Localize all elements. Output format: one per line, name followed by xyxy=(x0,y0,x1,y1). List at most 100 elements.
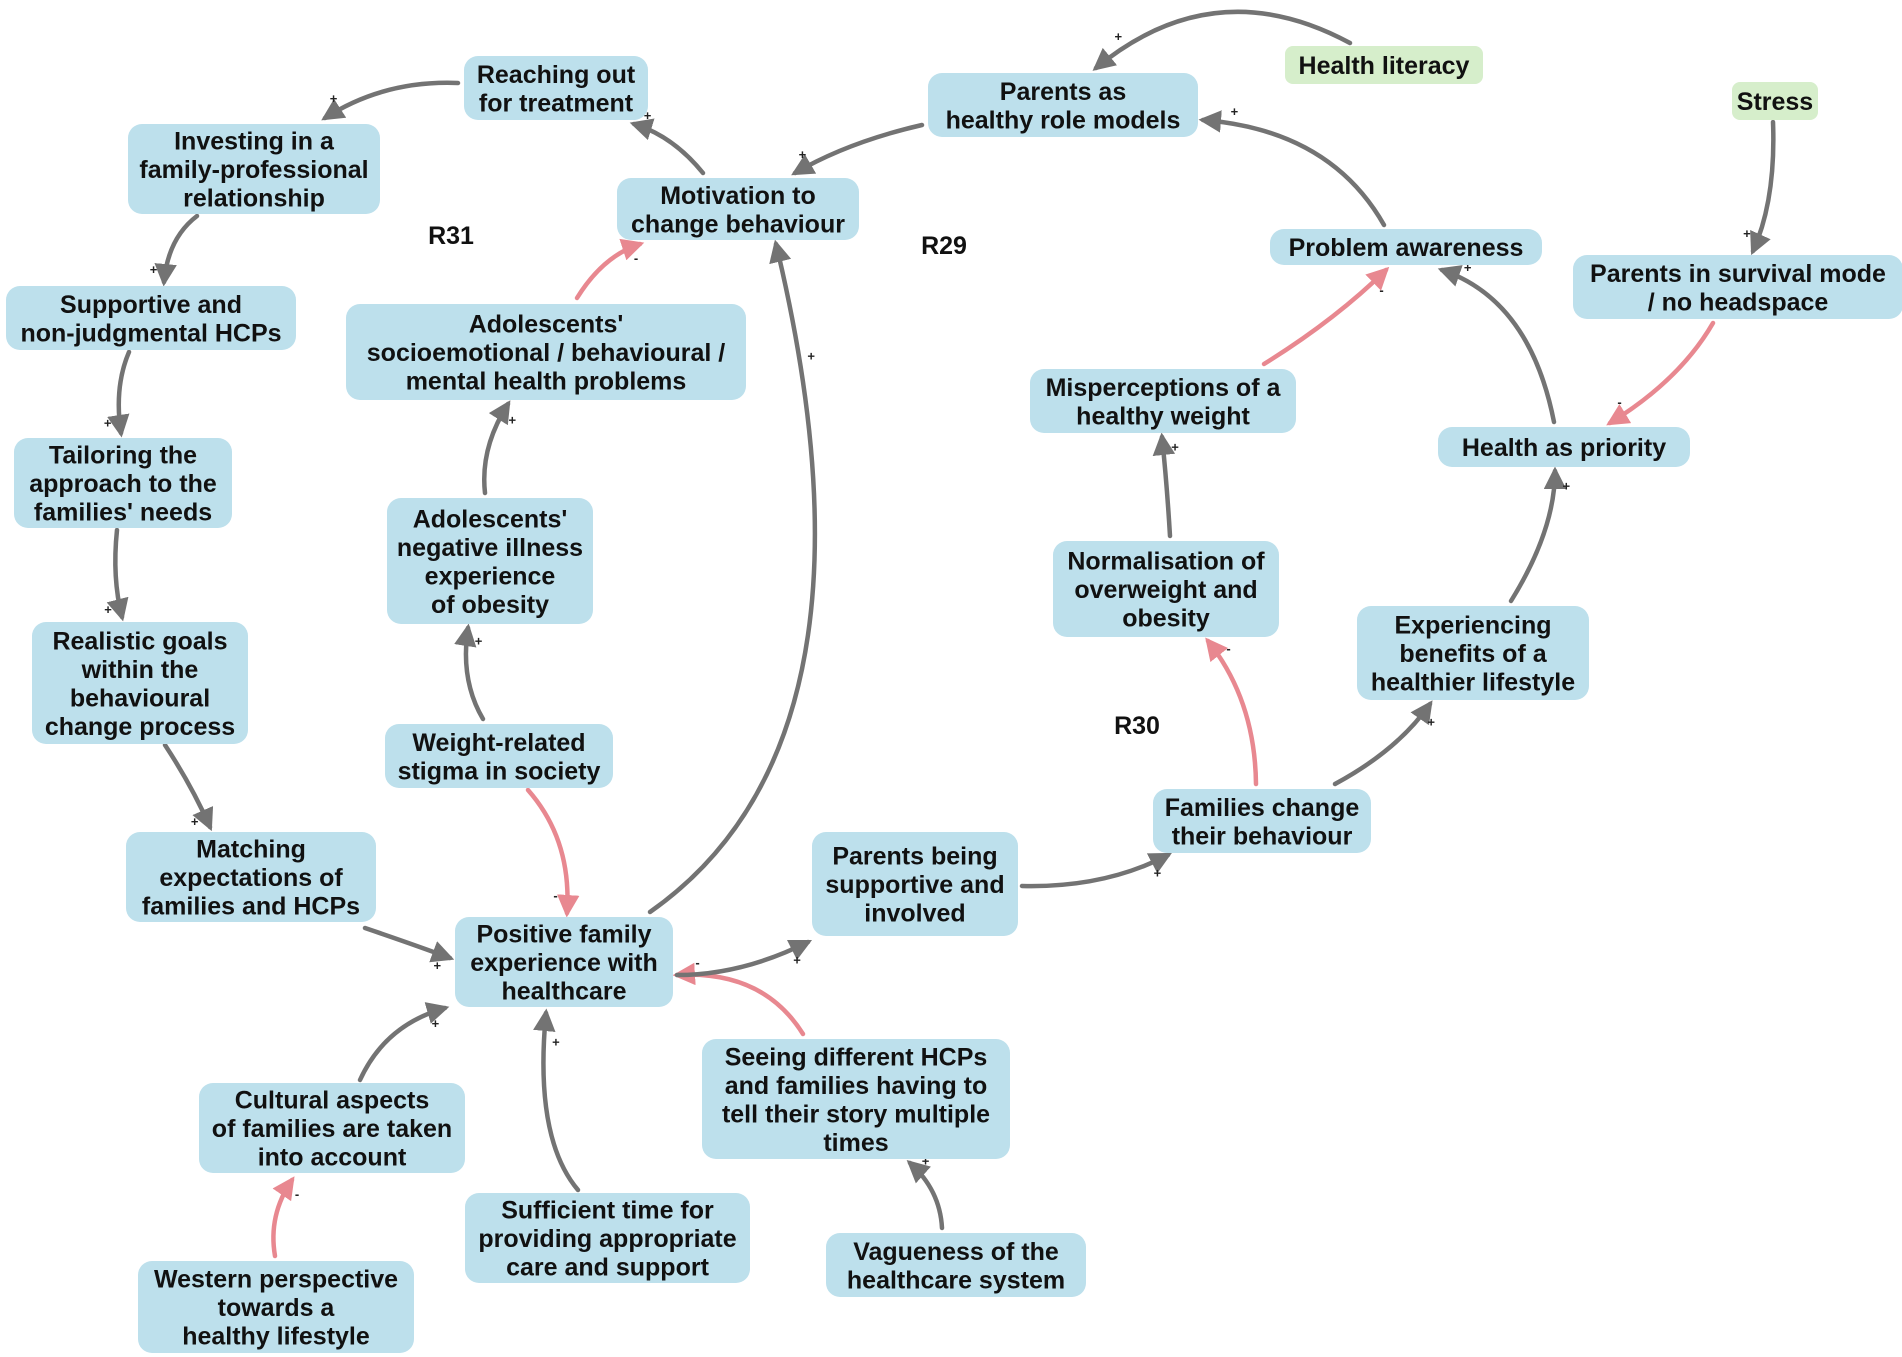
link-polarity-sign: + xyxy=(475,633,483,648)
link-polarity-sign: - xyxy=(553,888,557,903)
node-label-line: and families having to xyxy=(725,1072,988,1100)
link-polarity-sign: + xyxy=(793,952,801,967)
node-label-line: mental health problems xyxy=(406,368,687,396)
node-survival: Parents in survival mode/ no headspace xyxy=(1573,255,1902,319)
node-label-line: Parents in survival mode xyxy=(1590,260,1886,288)
node-label-line: family-professional xyxy=(139,156,368,184)
link-stress-to-survival xyxy=(1750,119,1776,256)
link-polarity-sign: - xyxy=(634,250,638,265)
link-realistic-to-matching xyxy=(162,742,214,832)
node-label-line: Tailoring the xyxy=(49,442,197,470)
node-label-line: Supportive and xyxy=(60,291,242,319)
link-polarity-sign: + xyxy=(807,348,815,363)
node-box xyxy=(385,724,613,788)
node-box xyxy=(1030,369,1296,433)
node-label-line: supportive and xyxy=(825,871,1004,899)
node-box xyxy=(126,832,376,922)
node-box xyxy=(1285,46,1483,84)
link-problem-awareness-to-role-models xyxy=(1198,110,1387,228)
link-polarity-sign: - xyxy=(295,1186,299,1201)
node-label-line: of families are taken xyxy=(212,1115,452,1143)
node-label-line: overweight and xyxy=(1074,576,1257,604)
node-label-line: times xyxy=(823,1129,888,1157)
link-polarity-sign: + xyxy=(1115,29,1123,44)
node-box xyxy=(1270,229,1542,265)
node-box xyxy=(812,832,1018,936)
node-box xyxy=(1357,606,1589,700)
link-weight-stigma-to-positive-exp xyxy=(525,787,580,918)
node-box xyxy=(6,286,296,350)
link-polarity-sign: + xyxy=(434,958,442,973)
link-motivation-to-reaching xyxy=(629,118,706,176)
node-label-line: Parents being xyxy=(832,843,997,871)
link-polarity-sign: + xyxy=(1427,714,1435,729)
node-label-line: Adolescents' xyxy=(469,311,624,339)
node-label-line: healthier lifestyle xyxy=(1371,669,1575,697)
node-label-line: Stress xyxy=(1737,88,1813,116)
link-polarity-sign: + xyxy=(1743,226,1751,241)
node-box xyxy=(387,498,593,624)
node-label-line: of obesity xyxy=(431,591,549,619)
node-label-line: change process xyxy=(45,713,235,741)
node-label-line: healthy lifestyle xyxy=(182,1323,370,1351)
node-label-line: Reaching out xyxy=(477,61,636,89)
node-label-line: healthy role models xyxy=(946,106,1181,134)
node-label-line: Western perspective xyxy=(154,1266,398,1294)
node-label-line: families and HCPs xyxy=(142,893,360,921)
node-label-line: Motivation to xyxy=(660,182,816,210)
node-label-line: Investing in a xyxy=(174,128,335,156)
node-socioemotional: Adolescents'socioemotional / behavioural… xyxy=(346,304,746,400)
node-investing: Investing in afamily-professionalrelatio… xyxy=(128,124,380,214)
node-box xyxy=(1732,82,1818,120)
node-label-line: / no headspace xyxy=(1648,288,1829,316)
node-label-line: expectations of xyxy=(159,864,343,892)
node-box xyxy=(128,124,380,214)
node-label-line: Vagueness of the xyxy=(853,1238,1059,1266)
link-polarity-sign: + xyxy=(432,1016,440,1031)
node-label-line: Cultural aspects xyxy=(235,1087,430,1115)
node-box xyxy=(617,178,859,240)
loop-label-r30: R30 xyxy=(1114,712,1160,740)
node-health-literacy: Health literacy xyxy=(1285,46,1483,84)
link-seeing-to-positive-exp xyxy=(672,962,806,1037)
node-label-line: providing appropriate xyxy=(478,1225,736,1253)
node-label-line: Normalisation of xyxy=(1067,548,1265,576)
node-box xyxy=(455,917,673,1007)
link-reaching-to-investing xyxy=(321,80,461,121)
node-box xyxy=(14,438,232,528)
link-polarity-sign: + xyxy=(330,91,338,106)
node-label-line: non-judgmental HCPs xyxy=(20,319,281,347)
node-label-line: Parents as xyxy=(1000,78,1126,106)
link-cultural-to-positive-exp xyxy=(357,1002,450,1083)
node-problem-awareness: Problem awareness xyxy=(1270,229,1542,265)
node-label-line: Problem awareness xyxy=(1289,234,1524,262)
node-label-line: behavioural xyxy=(70,684,210,712)
node-label-line: Weight-related xyxy=(412,729,585,757)
node-label-line: Seeing different HCPs xyxy=(725,1043,988,1071)
link-polarity-sign: + xyxy=(1231,104,1239,119)
link-tailoring-to-realistic xyxy=(106,527,129,622)
links-layer: +++++++-+-+-++-++++++-+-+-++++ xyxy=(104,9,1776,1259)
node-label-line: Health as priority xyxy=(1462,434,1666,462)
node-box xyxy=(1153,789,1371,853)
link-polarity-sign: + xyxy=(150,262,158,277)
node-label-line: healthcare system xyxy=(847,1266,1065,1294)
link-western-to-cultural xyxy=(271,1176,295,1259)
node-label-line: Misperceptions of a xyxy=(1046,374,1282,402)
link-polarity-sign: + xyxy=(552,1035,560,1050)
node-label-line: into account xyxy=(258,1144,407,1172)
node-label-line: towards a xyxy=(218,1294,336,1322)
link-health-priority-to-problem-awareness xyxy=(1437,265,1557,425)
